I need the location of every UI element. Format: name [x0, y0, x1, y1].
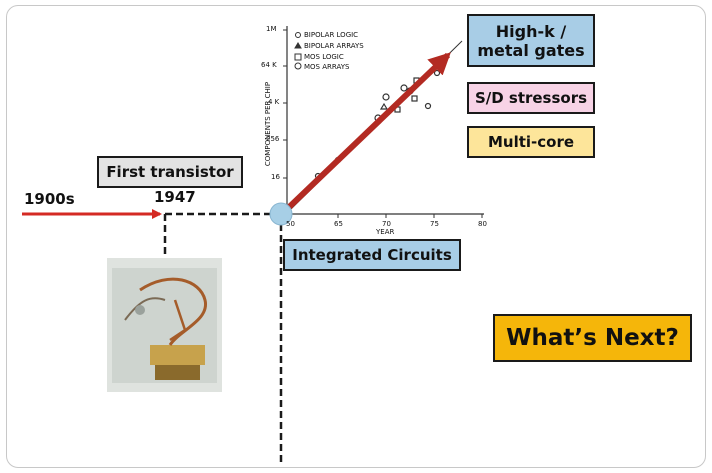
x-tick-label: 65 — [334, 220, 343, 228]
legend-label: BIPOLAR LOGIC — [304, 31, 359, 39]
x-tick-label: 70 — [382, 220, 391, 228]
high-k-box: High-k / metal gates — [467, 14, 595, 67]
year-1947-label: 1947 — [154, 188, 196, 206]
moore-arrow — [282, 52, 451, 214]
x-tick-label: 75 — [430, 220, 439, 228]
transistor-photo-art — [107, 258, 222, 392]
y-tick-label: 64 K — [261, 61, 277, 69]
chart-xlabel: YEAR — [376, 228, 395, 236]
whats-next-box: What’s Next? — [493, 314, 692, 362]
chart-ylabel: COMPONENTS PER CHIP — [264, 81, 272, 167]
first-transistor-box: First transistor — [97, 156, 243, 188]
sd-stressors-box: S/D stressors — [467, 82, 595, 114]
multi-core-box: Multi-core — [467, 126, 595, 158]
y-tick-label: 16 — [271, 173, 280, 181]
y-tick-label: 1M — [266, 25, 277, 33]
y-tick-label: 4 K — [268, 98, 280, 106]
x-tick-label: 80 — [478, 220, 487, 228]
x-tick-label: 50 — [286, 220, 295, 228]
legend-label: BIPOLAR ARRAYS — [304, 42, 364, 50]
legend-symbols — [294, 32, 302, 70]
y-tick-label: 256 — [266, 135, 280, 143]
chart-ticks — [283, 29, 483, 218]
integrated-circuits-box: Integrated Circuits — [283, 239, 461, 271]
legend-label: MOS LOGIC — [304, 53, 344, 61]
ic-node — [269, 202, 293, 226]
legend-label: MOS ARRAYS — [304, 63, 350, 71]
era-1900s-label: 1900s — [24, 190, 75, 208]
